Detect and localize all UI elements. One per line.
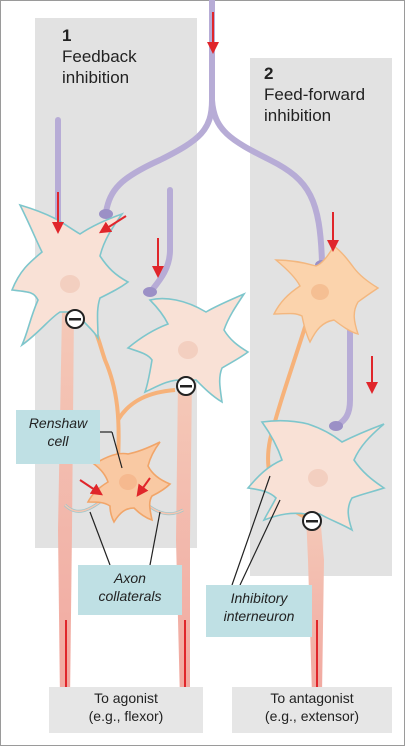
motor-neuron-2-nucleus <box>178 341 198 359</box>
motor-neuron-1-nucleus <box>60 275 80 293</box>
inhibitory-synapse-minus <box>306 520 318 523</box>
agonist-target-label: To agonist (e.g., flexor) <box>49 687 203 733</box>
antagonist-target-label: To antagonist (e.g., extensor) <box>232 687 392 733</box>
interneuron-nucleus <box>311 284 329 300</box>
inhibitory-synapse-minus <box>180 385 192 388</box>
panel-1-number: 1 <box>62 26 71 46</box>
panel-2-number: 2 <box>264 64 273 84</box>
inhibitory-synapse-minus <box>69 318 81 321</box>
afferent-terminal-5 <box>329 421 343 431</box>
renshaw-cell-nucleus <box>119 474 137 490</box>
motor-neuron-3-nucleus <box>308 469 328 487</box>
axon-collaterals-label: Axon collaterals <box>78 565 182 615</box>
afferent-terminal-3 <box>143 287 157 297</box>
inhibitory-interneuron-label: Inhibitory interneuron <box>206 585 312 637</box>
panel-2-title: Feed-forward inhibition <box>264 84 365 126</box>
panel-1-title: Feedback inhibition <box>62 46 137 88</box>
renshaw-cell-label: Renshaw cell <box>16 410 100 464</box>
